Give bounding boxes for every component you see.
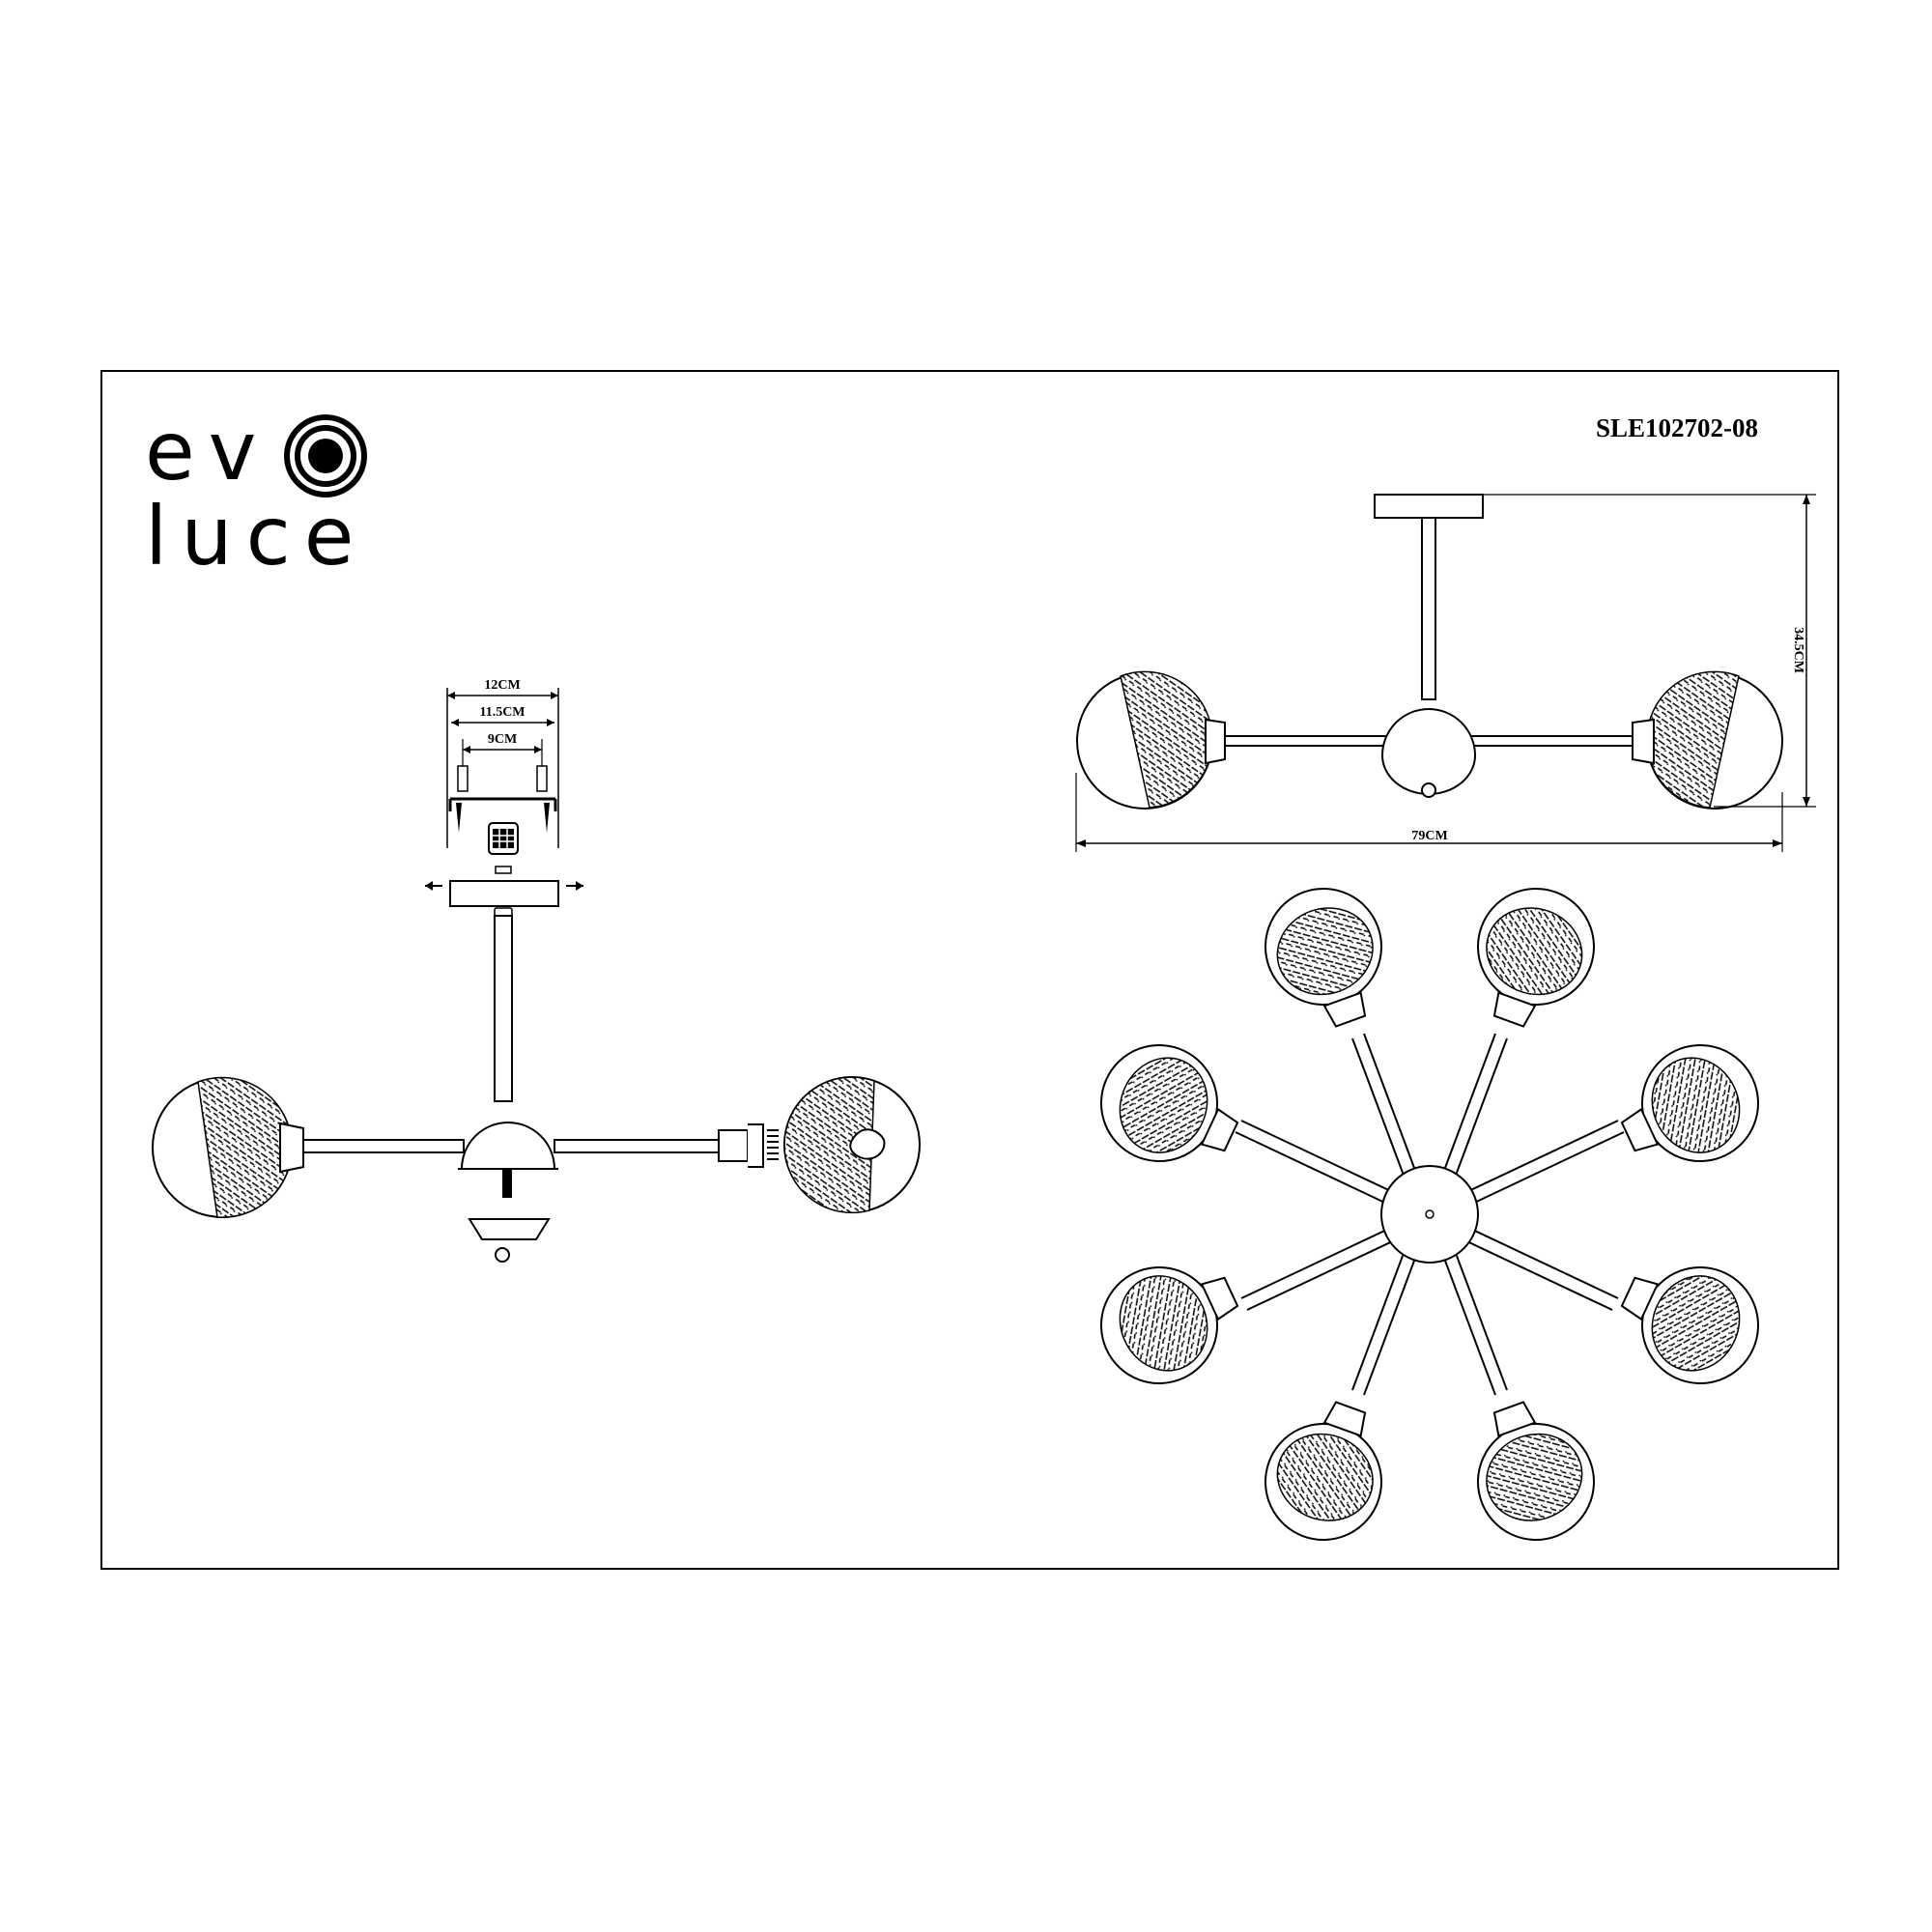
plan-view (1081, 871, 1778, 1557)
canopy-inner-dimension: 11.5CM (479, 705, 525, 720)
canopy-outer-dimension: 12CM (484, 678, 520, 693)
canopy-assembly (425, 880, 583, 1102)
left-lamp-shade (152, 1076, 304, 1218)
brand-word-ev: ev (145, 404, 270, 498)
mounting-detail (446, 688, 559, 874)
assembly-arms (298, 1122, 720, 1263)
assembly-view: 12CM 11.5CM 9CM (152, 678, 921, 1263)
total-height-dimension: 34.5CM (1791, 627, 1805, 673)
brand-logo: ev luce (145, 391, 396, 584)
brand-word-luce: luce (145, 489, 368, 583)
total-width-dimension: 79CM (1411, 829, 1447, 843)
right-lamp-shade-exploded (718, 1076, 921, 1214)
model-code: SLE102702-08 (1595, 413, 1758, 442)
drawing-frame (100, 370, 1839, 1570)
side-elevation: 34.5CM 79CM (1075, 494, 1816, 852)
target-circle-icon (284, 414, 367, 497)
mount-spacing-dimension: 9CM (488, 732, 517, 747)
